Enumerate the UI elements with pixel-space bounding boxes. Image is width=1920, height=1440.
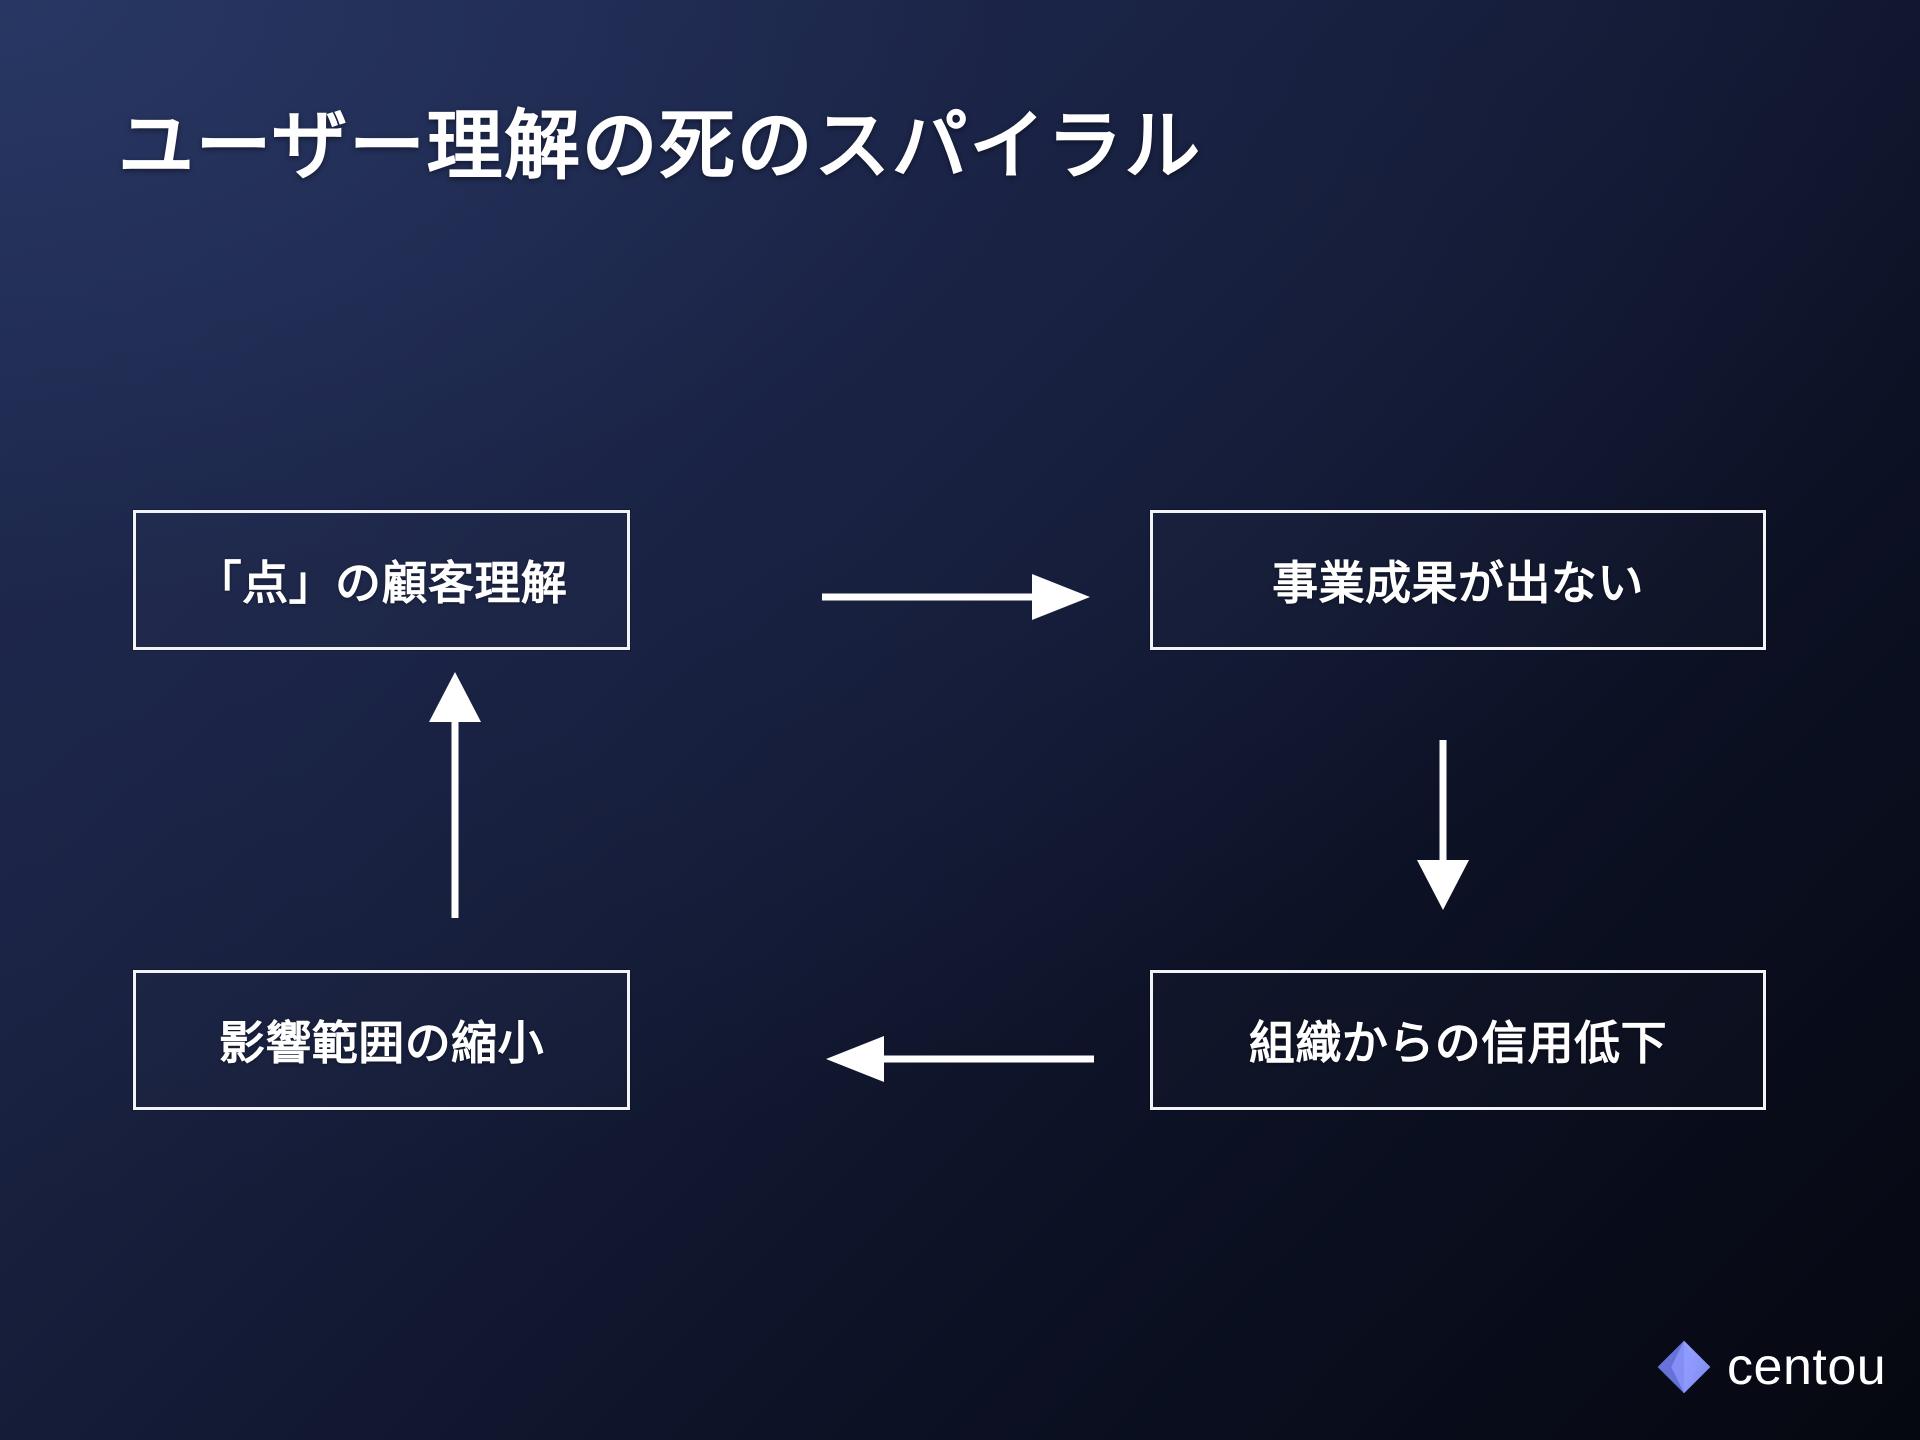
- diagram-node-label: 「点」の顧客理解: [195, 557, 568, 609]
- arrow-right-icon: [822, 574, 1090, 620]
- diagram-node-label: 影響範囲の縮小: [218, 1017, 545, 1069]
- diamond-icon: [1657, 1340, 1711, 1394]
- diagram-node-scope-shrink[interactable]: 影響範囲の縮小: [133, 970, 630, 1110]
- arrow-up-icon: [429, 672, 481, 918]
- diagram-node-trust-decline[interactable]: 組織からの信用低下: [1150, 970, 1766, 1110]
- diagram-node-label: 組織からの信用低下: [1248, 1017, 1668, 1069]
- brand-name: centou: [1727, 1338, 1887, 1396]
- diagram-node-no-results[interactable]: 事業成果が出ない: [1150, 510, 1766, 650]
- brand-logo: centou: [1655, 1338, 1886, 1396]
- diagram-node-label: 事業成果が出ない: [1272, 557, 1644, 609]
- diagram-node-point-understanding[interactable]: 「点」の顧客理解: [133, 510, 630, 650]
- arrow-left-icon: [826, 1036, 1094, 1082]
- page-title: ユーザー理解の死のスパイラル: [118, 104, 1202, 189]
- arrow-down-icon: [1417, 740, 1469, 910]
